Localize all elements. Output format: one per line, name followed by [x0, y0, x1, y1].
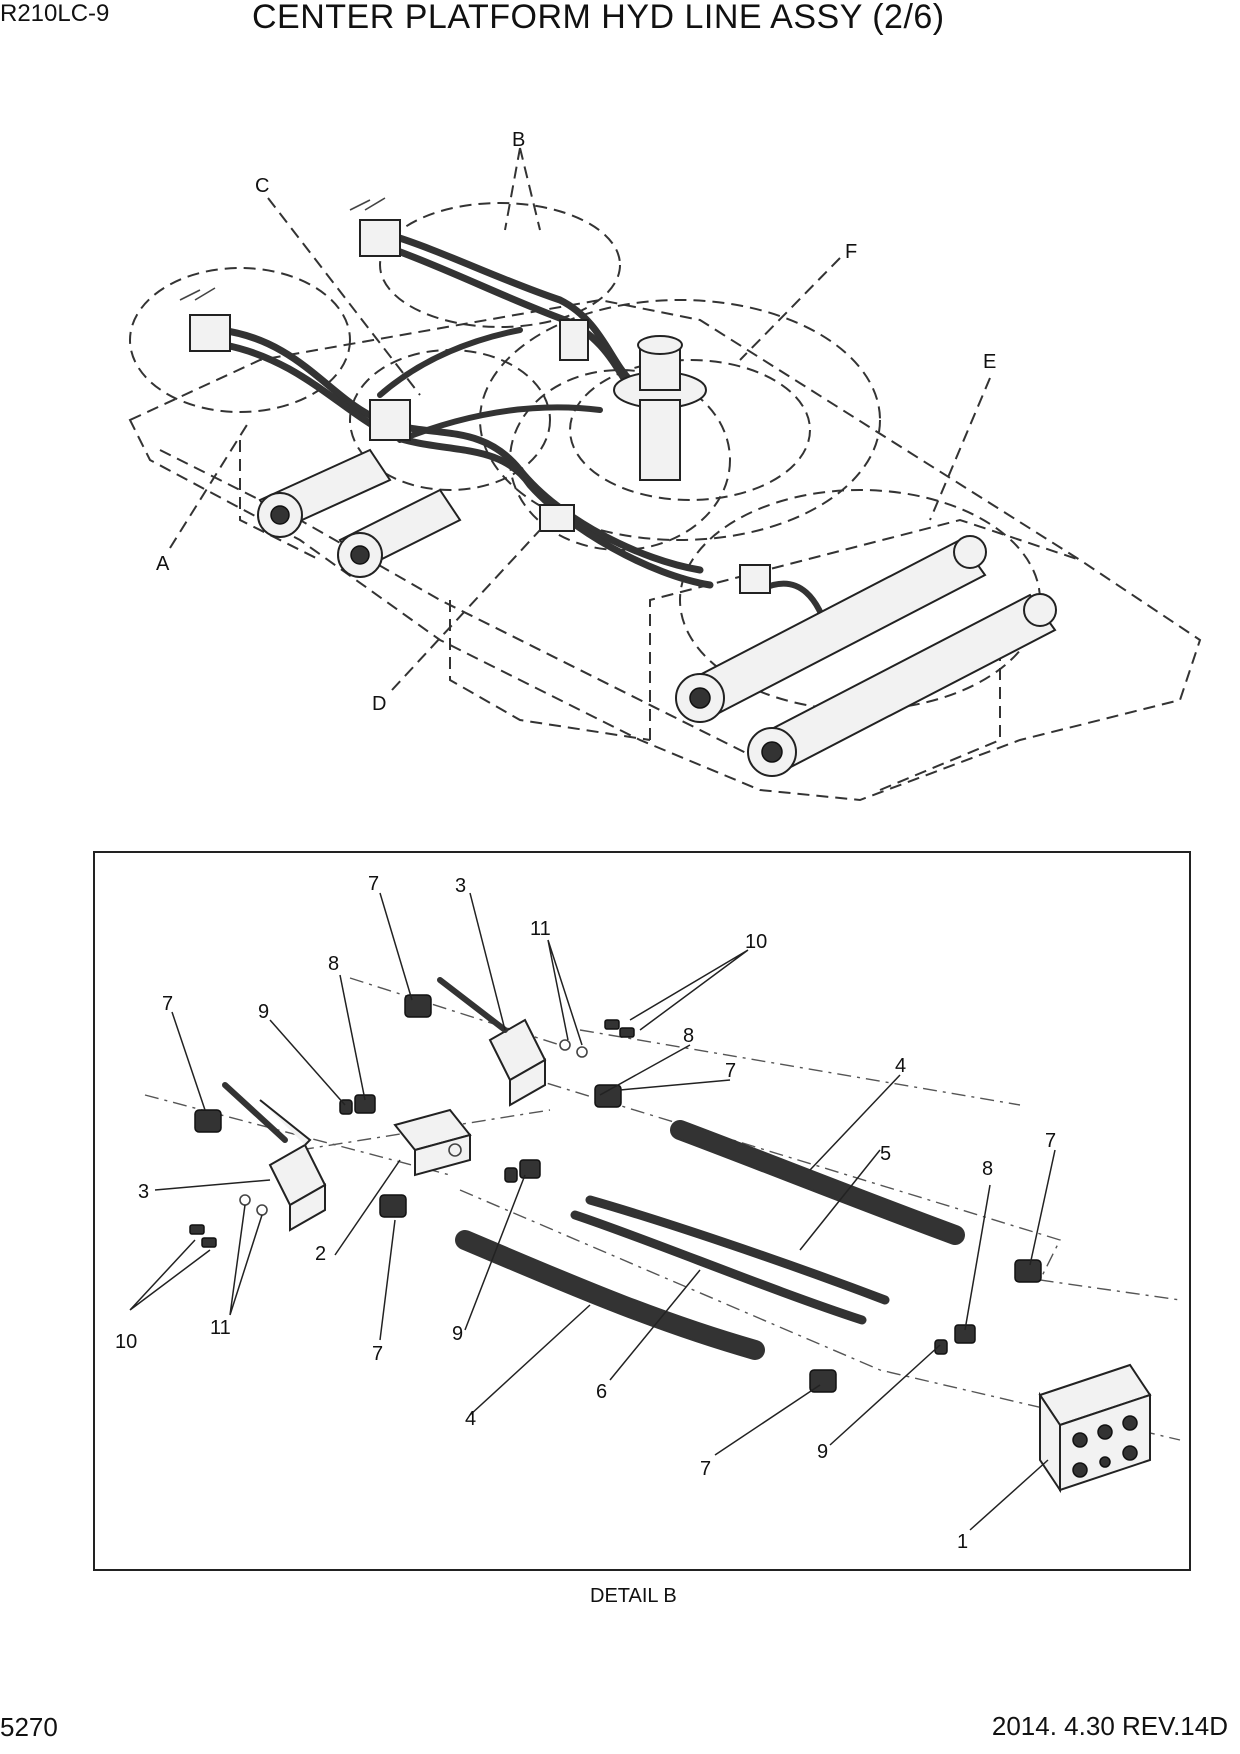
detail-hoses — [455, 1120, 965, 1360]
callout-8: 8 — [982, 1158, 993, 1180]
callout-4: 4 — [465, 1408, 476, 1430]
view-label-e-text: E — [983, 351, 996, 373]
leader-lines — [129, 892, 1056, 1531]
callout-3: 3 — [455, 875, 466, 897]
callout-7: 7 — [368, 873, 379, 895]
callout-1: 1 — [957, 1531, 968, 1553]
ball-valve-right — [437, 977, 547, 1107]
overview-cylinders — [257, 448, 1057, 777]
callout-3: 3 — [138, 1181, 149, 1203]
callout-7: 7 — [700, 1458, 711, 1480]
callouts: 7 3 11 10 8 7 9 8 7 4 7 5 8 3 2 11 10 9 … — [115, 873, 1056, 1553]
callout-7: 7 — [1045, 1130, 1056, 1152]
callout-11: 11 — [530, 918, 551, 940]
block-small — [393, 1108, 472, 1177]
view-label-d: D — [372, 529, 541, 715]
callout-10: 10 — [745, 931, 767, 953]
callout-6: 6 — [596, 1381, 607, 1403]
callout-8: 8 — [683, 1025, 694, 1047]
o-rings-and-screws — [189, 1019, 635, 1248]
view-label-c-text: C — [255, 175, 269, 197]
overview-valves — [179, 197, 771, 594]
callout-10: 10 — [115, 1331, 137, 1353]
detail-b-panel: 7 3 11 10 8 7 9 8 7 4 7 5 8 3 2 11 10 9 … — [93, 851, 1191, 1571]
overview-hoses — [216, 231, 833, 643]
overview-illustration: A B C D E F — [128, 129, 1202, 802]
callout-7: 7 — [162, 993, 173, 1015]
ball-valve-left — [222, 1082, 327, 1232]
swivel-joint — [613, 335, 707, 481]
callout-7: 7 — [372, 1343, 383, 1365]
page-title: CENTER PLATFORM HYD LINE ASSY (2/6) — [252, 0, 945, 36]
callout-4: 4 — [895, 1055, 906, 1077]
view-label-a-text: A — [156, 553, 170, 575]
callout-8: 8 — [328, 953, 339, 975]
callout-5: 5 — [880, 1143, 891, 1165]
view-label-c: C — [255, 175, 421, 396]
callout-7: 7 — [725, 1060, 736, 1082]
callout-11: 11 — [210, 1317, 231, 1339]
callout-9: 9 — [452, 1323, 463, 1345]
view-label-e: E — [929, 351, 996, 521]
callout-9: 9 — [258, 1001, 269, 1023]
view-label-f: F — [739, 241, 857, 361]
view-label-d-text: D — [372, 693, 386, 715]
revision-date: 2014. 4.30 REV.14D — [991, 1711, 1228, 1741]
model-code: R210LC-9 — [0, 0, 110, 27]
page-number: 5270 — [0, 1712, 58, 1742]
block-large — [1038, 1363, 1152, 1494]
view-label-f-text: F — [845, 241, 857, 263]
detail-b-frame — [93, 851, 1191, 1571]
detail-b-caption: DETAIL B — [590, 1585, 677, 1607]
view-label-a: A — [156, 419, 251, 575]
view-boundary-ellipses — [129, 202, 1041, 711]
callout-9: 9 — [817, 1441, 828, 1463]
view-label-b-text: B — [512, 129, 525, 151]
view-label-b: B — [504, 129, 541, 231]
callout-2: 2 — [315, 1243, 326, 1265]
